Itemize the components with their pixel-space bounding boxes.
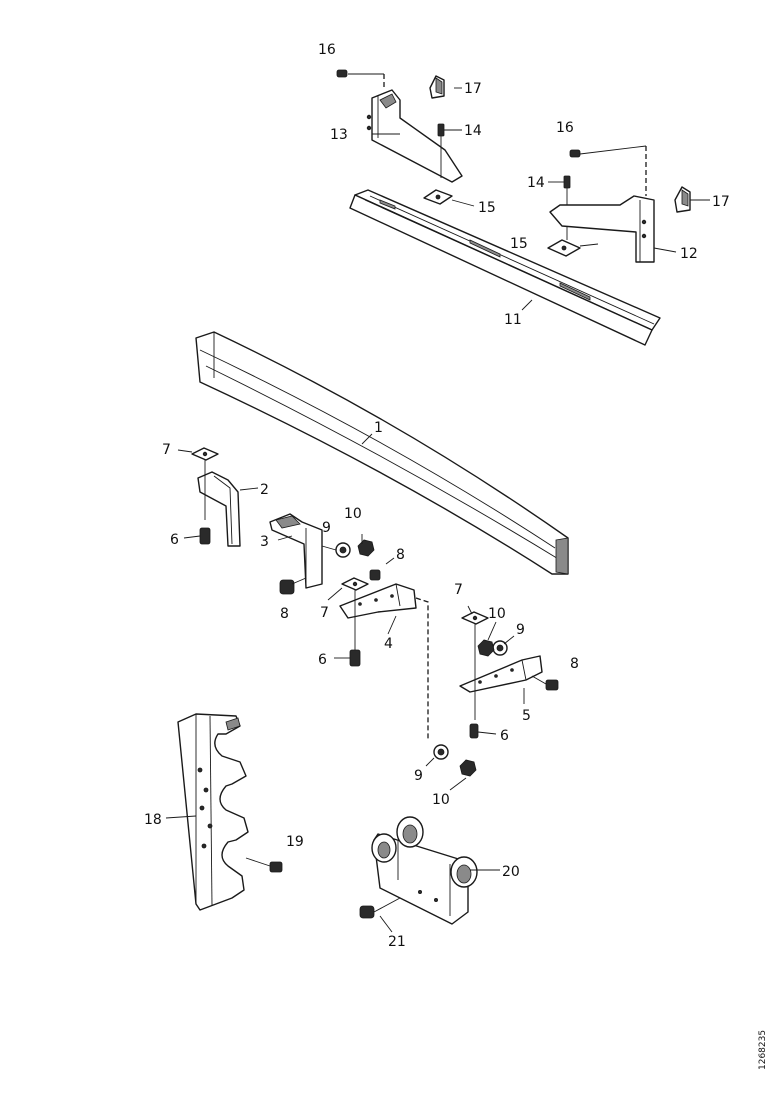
- part-10-nut-a: [357, 539, 375, 557]
- part-12-bracket: [549, 195, 655, 263]
- callout-7-c: 7: [454, 582, 463, 598]
- callout-21: 21: [388, 934, 406, 950]
- document-id: 1268235: [758, 1030, 768, 1070]
- callout-6-a: 6: [170, 532, 179, 548]
- callout-16-upper: 16: [318, 42, 336, 58]
- callout-17-right: 17: [712, 194, 730, 210]
- callout-10-c: 10: [432, 792, 450, 808]
- callout-17-upper: 17: [464, 81, 482, 97]
- part-11-rail: [349, 189, 661, 346]
- callout-15-right: 15: [510, 236, 528, 252]
- part-3-bracket: [269, 513, 323, 589]
- callout-11: 11: [504, 312, 522, 328]
- callout-6-b: 6: [318, 652, 327, 668]
- callout-19: 19: [286, 834, 304, 850]
- part-17-clip-right: [674, 186, 691, 213]
- callout-4: 4: [384, 636, 393, 652]
- callout-8-c: 8: [570, 656, 579, 672]
- callout-16-right: 16: [556, 120, 574, 136]
- callout-14-right: 14: [527, 175, 545, 191]
- part-5-bracket: [459, 655, 543, 693]
- callout-leaders: [165, 87, 710, 933]
- part-6-bolt-c: [469, 723, 479, 739]
- callout-10-a: 10: [344, 506, 362, 522]
- callout-2: 2: [260, 482, 269, 498]
- part-2-bracket: [197, 471, 241, 547]
- part-6-bolt-a: [199, 527, 211, 545]
- part-17-clip-upper: [429, 75, 445, 99]
- callout-1: 1: [374, 420, 383, 436]
- part-9-washer-a: [321, 542, 351, 558]
- callout-5: 5: [522, 708, 531, 724]
- callout-labels: 16 17 13 14 15 16 14 17 15 12 11 1 7 2 6…: [144, 42, 730, 950]
- part-8-bolt-b: [369, 569, 381, 581]
- callout-10-b: 10: [488, 606, 506, 622]
- part-9-washer-b: [492, 640, 508, 656]
- callout-18: 18: [144, 812, 162, 828]
- callout-13: 13: [330, 127, 348, 143]
- part-7-plate-b: [341, 577, 369, 650]
- callout-15-upper: 15: [478, 200, 496, 216]
- part-8-bolt-c: [531, 675, 559, 691]
- part-16-bolt-upper: [336, 69, 348, 78]
- part-10-nut-b: [477, 639, 495, 657]
- callout-7-a: 7: [162, 442, 171, 458]
- callout-20: 20: [502, 864, 520, 880]
- callout-6-c: 6: [500, 728, 509, 744]
- callout-3: 3: [260, 534, 269, 550]
- callout-9-b: 9: [516, 622, 525, 638]
- part-7-plate-a: [191, 447, 219, 520]
- part-19-bolt: [245, 857, 283, 873]
- callout-8-a: 8: [280, 606, 289, 622]
- callout-14-upper: 14: [464, 123, 482, 139]
- callout-9-a: 9: [322, 520, 331, 536]
- part-20-ring-mount: [371, 816, 478, 925]
- part-15-plate-right: [547, 239, 581, 257]
- callout-12: 12: [680, 246, 698, 262]
- part-21-bolt: [359, 897, 401, 919]
- callout-8-b: 8: [396, 547, 405, 563]
- part-7-plate-c: [461, 611, 489, 720]
- part-16-bolt-right: [569, 145, 647, 196]
- part-10-nut-c: [459, 759, 477, 777]
- part-15-plate-upper: [423, 189, 453, 205]
- part-8-bolt-a: [279, 577, 307, 595]
- part-6-bolt-b: [349, 649, 361, 667]
- callout-9-c: 9: [414, 768, 423, 784]
- part-4-bracket: [339, 583, 429, 740]
- callout-7-b: 7: [320, 605, 329, 621]
- part-13-bracket: [348, 73, 463, 183]
- part-9-washer-c: [433, 744, 449, 760]
- part-1-beam: [195, 331, 569, 575]
- part-18-cradle-bracket: [177, 713, 249, 911]
